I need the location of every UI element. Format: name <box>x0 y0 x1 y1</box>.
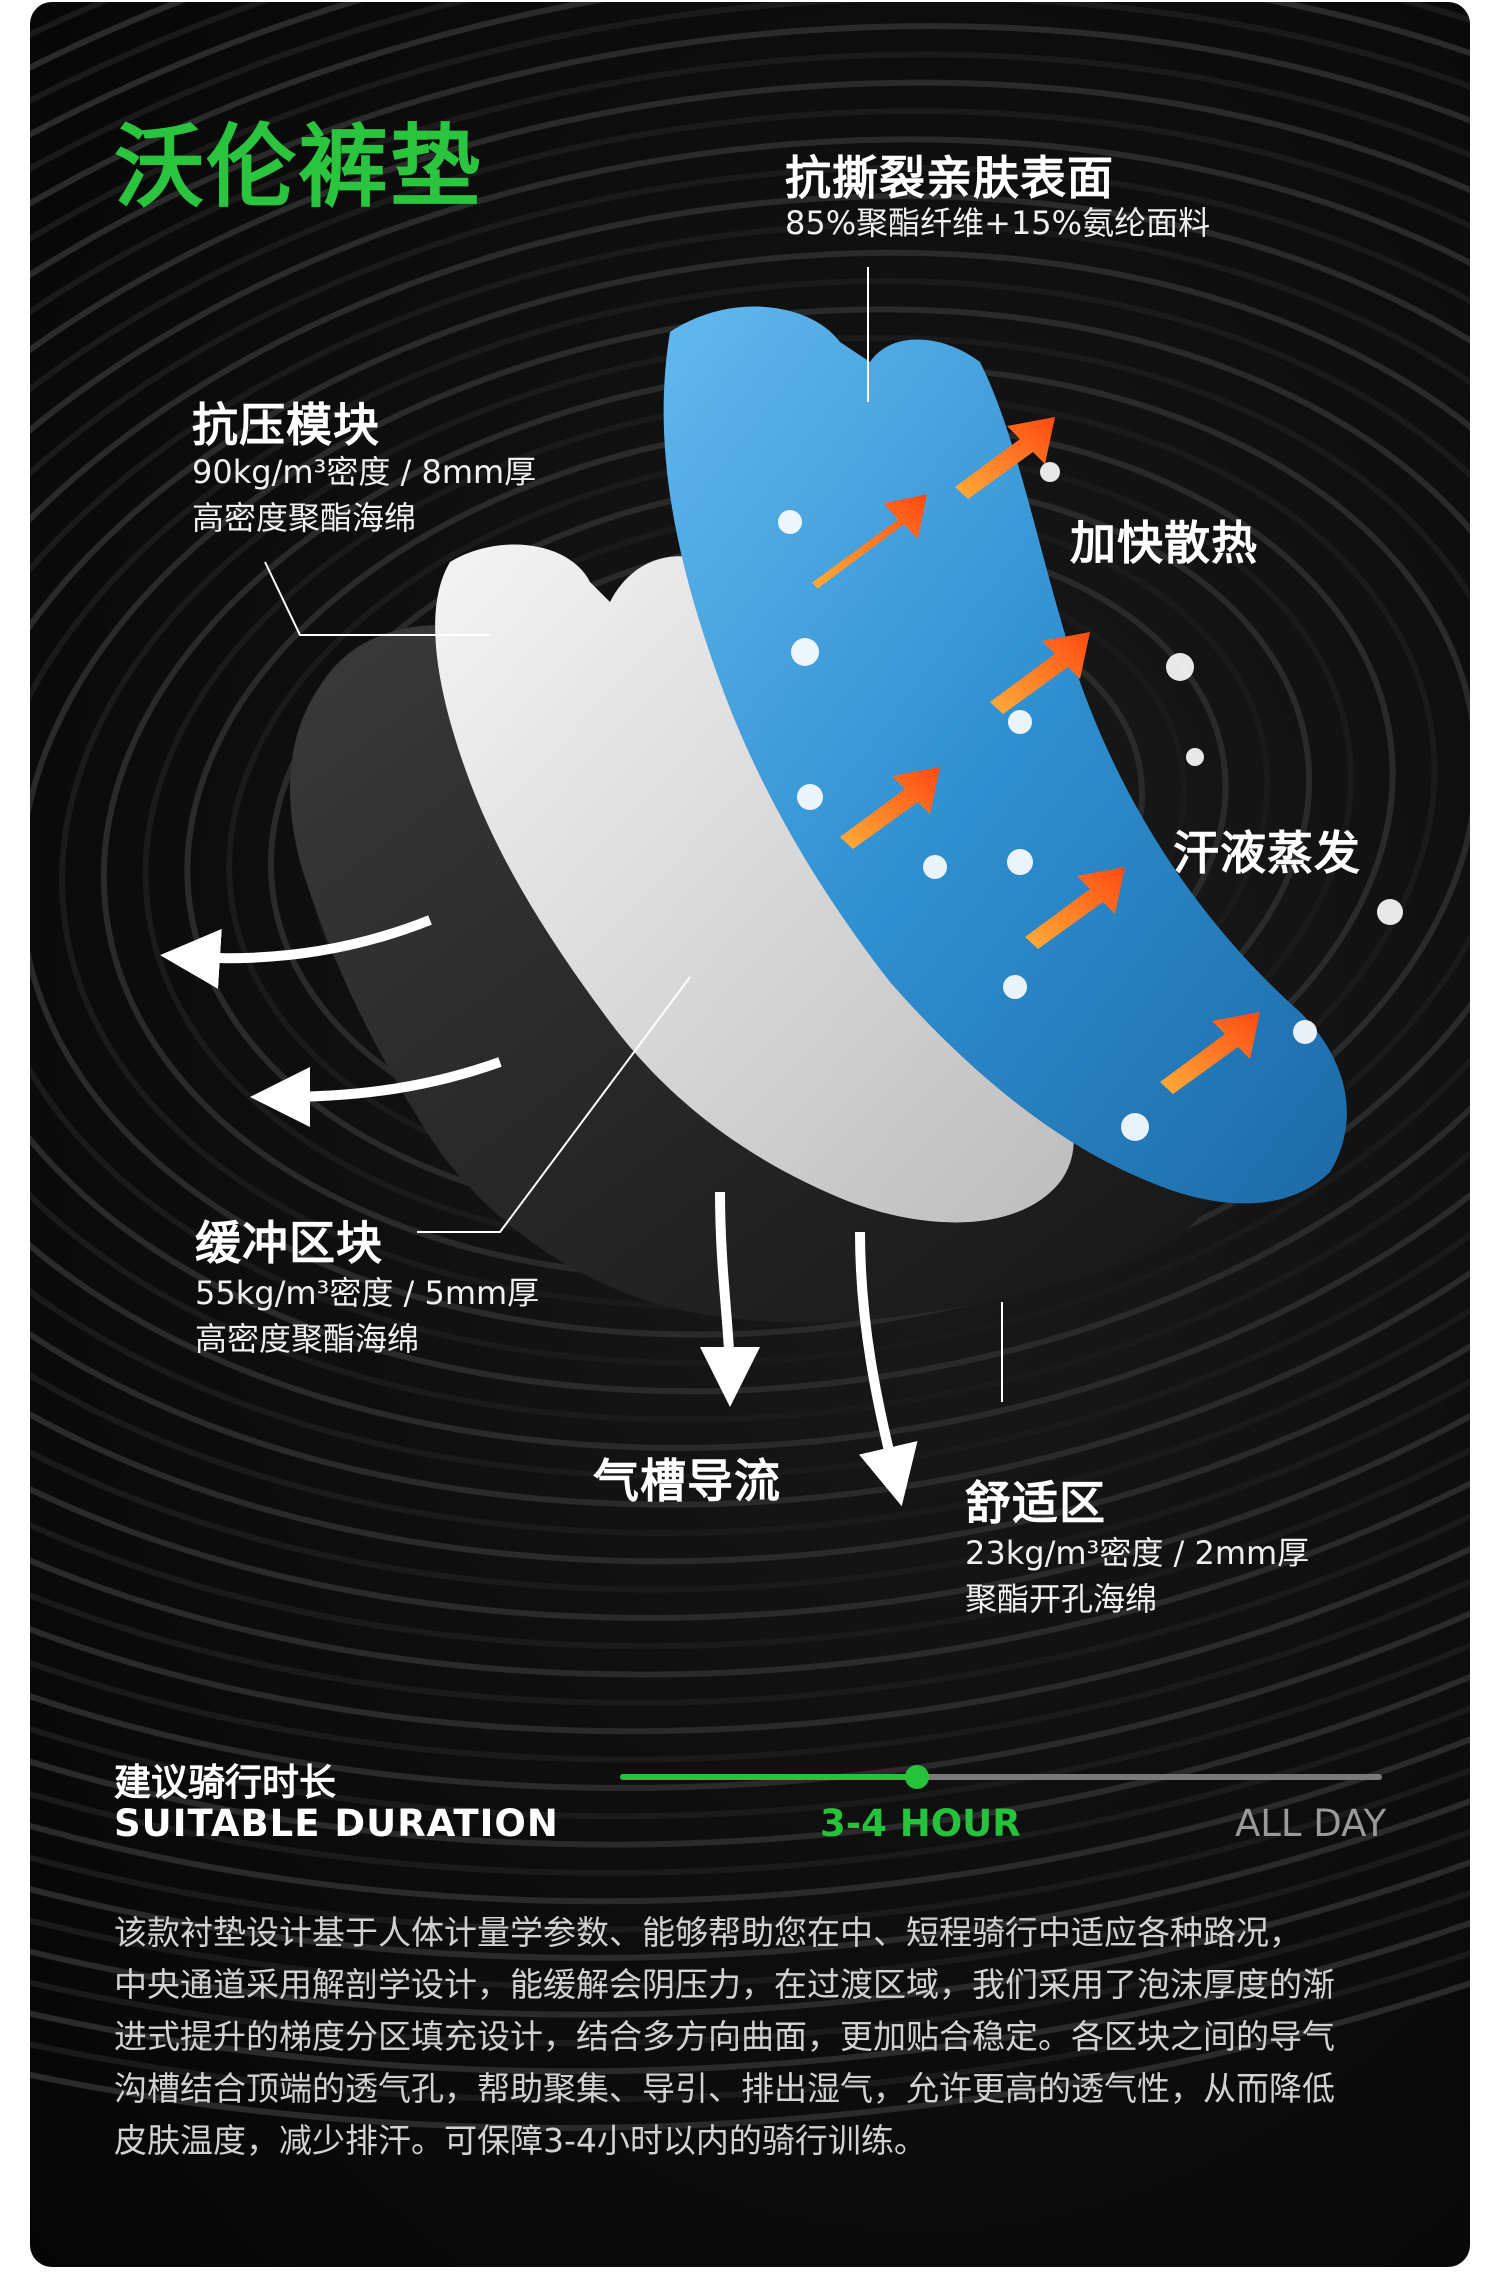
sweat-droplets <box>778 462 1403 1141</box>
comfort-heading: 舒适区 <box>965 1476 1106 1530</box>
pressure-detail-2: 高密度聚酯海绵 <box>192 499 417 537</box>
duration-progress-fill <box>620 1774 918 1780</box>
surface-detail: 85%聚酯纤维+15%氨纶面料 <box>785 204 1211 242</box>
page-title: 沃伦裤垫 <box>114 115 482 220</box>
ripple-background <box>30 2 1470 2131</box>
pad-illustration <box>160 267 1403 1507</box>
surface-layer <box>663 306 1347 1204</box>
cushion-layer <box>435 544 1074 1223</box>
heat-heading: 加快散热 <box>1070 516 1258 570</box>
product-description: 该款衬垫设计基于人体计量学参数、能够帮助您在中、短程骑行中适应各种路况， 中央通… <box>114 1913 1335 2160</box>
duration-selected-label: 3-4 HOUR <box>820 1802 1021 1845</box>
airflow-arrows <box>160 915 918 1507</box>
heat-arrows <box>812 417 1260 1094</box>
product-card: 沃伦裤垫 抗撕裂亲肤表面 85%聚酯纤维+15%氨纶面料 抗压模块 90kg/m… <box>30 2 1470 2267</box>
cushion-heading: 缓冲区块 <box>195 1216 383 1270</box>
cushion-detail-1: 55kg/m³密度 / 5mm厚 <box>195 1274 540 1312</box>
comfort-detail-1: 23kg/m³密度 / 2mm厚 <box>965 1534 1310 1572</box>
pressure-detail-1: 90kg/m³密度 / 8mm厚 <box>192 453 537 491</box>
duration-label-cn: 建议骑行时长 <box>114 1761 336 1804</box>
duration-max-label: ALL DAY <box>1235 1802 1387 1845</box>
duration-progress-knob <box>905 1765 930 1789</box>
pressure-heading: 抗压模块 <box>192 398 380 452</box>
comfort-detail-2: 聚酯开孔海绵 <box>965 1580 1158 1618</box>
duration-progress-track <box>620 1765 1382 1789</box>
leader-lines <box>264 267 1003 1402</box>
duration-label-en: SUITABLE DURATION <box>114 1802 559 1845</box>
airflow-heading: 气槽导流 <box>593 1454 781 1508</box>
cushion-detail-2: 高密度聚酯海绵 <box>195 1320 420 1358</box>
surface-heading: 抗撕裂亲肤表面 <box>785 151 1114 205</box>
sweat-heading: 汗液蒸发 <box>1173 826 1361 880</box>
